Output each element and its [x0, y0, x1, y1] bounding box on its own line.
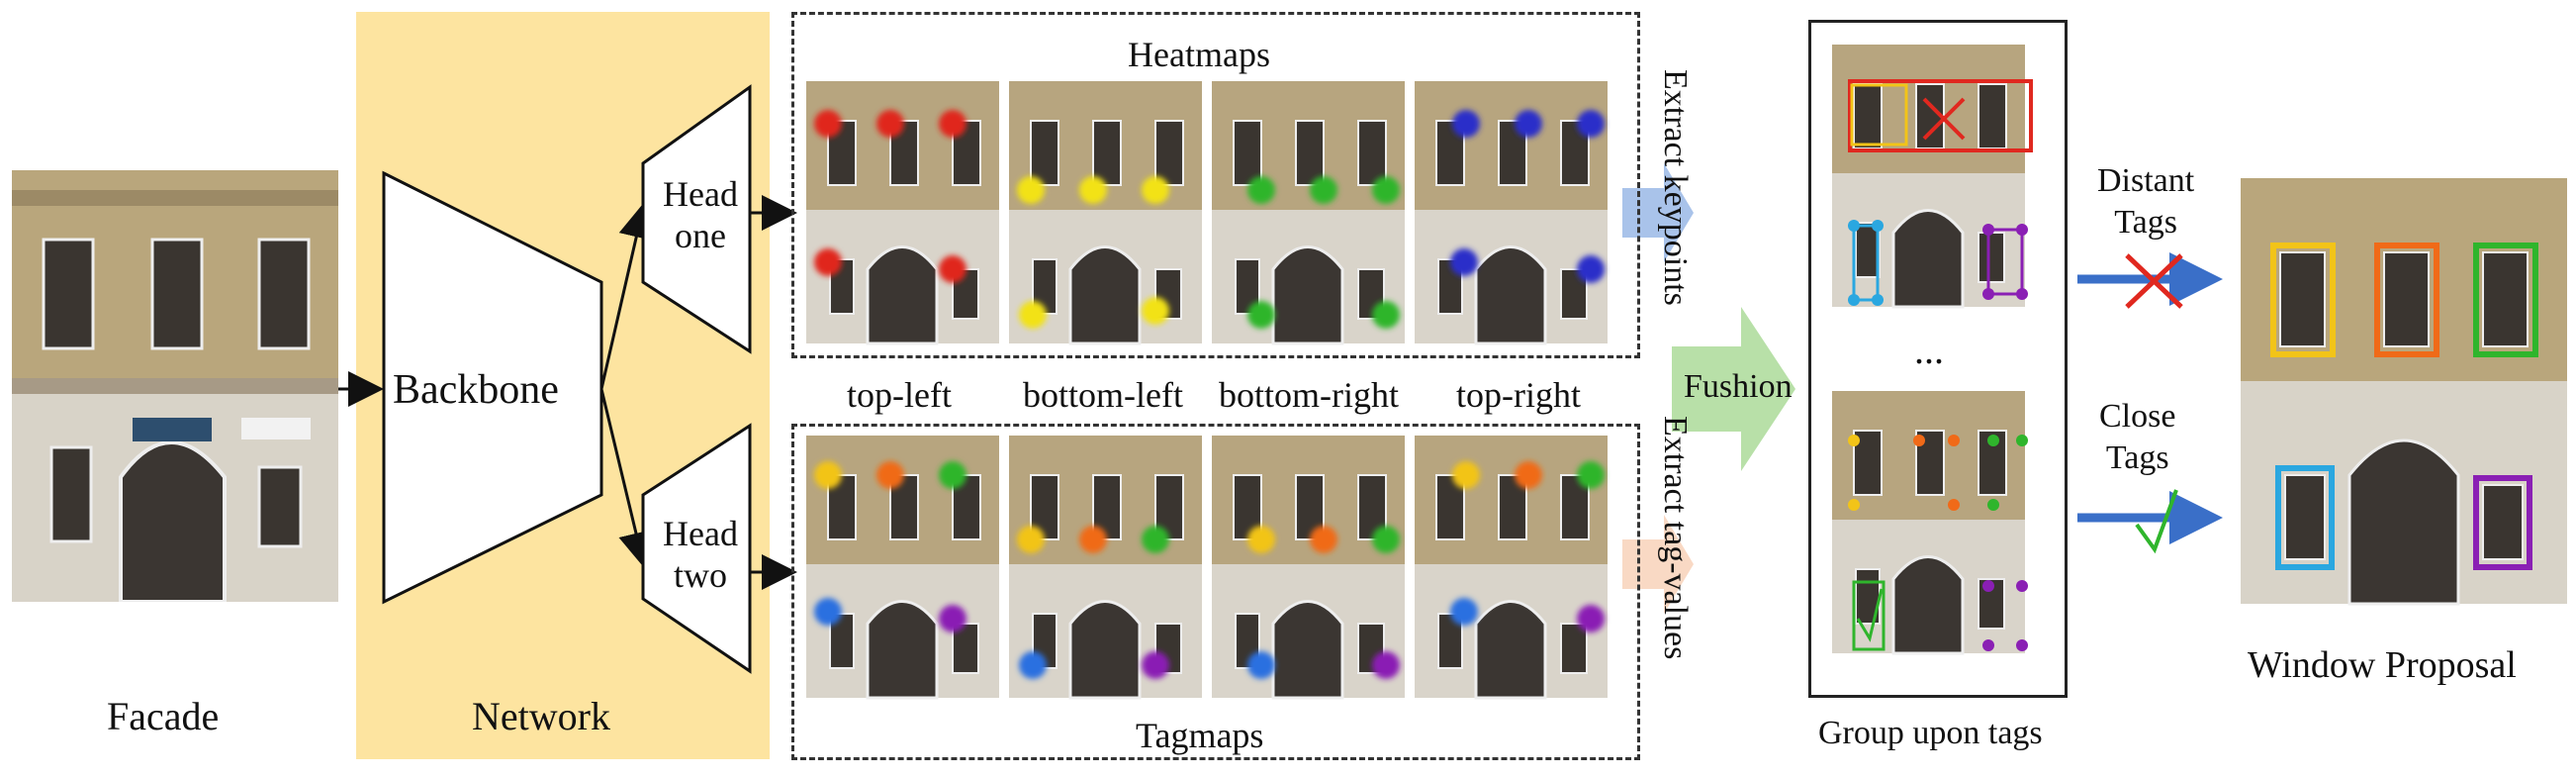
cross-icon	[2125, 253, 2183, 309]
close-tags-line2: Tags	[2105, 439, 2169, 476]
group-upon-tags-box	[1808, 20, 2068, 698]
close-tags-label: Close Tags	[2099, 396, 2175, 479]
heatmap-bottom-right	[1210, 79, 1407, 345]
distant-tags-line2: Tags	[2114, 204, 2177, 241]
tagmap-top-right	[1413, 434, 1610, 700]
heatmap-bottom-left	[1007, 79, 1204, 345]
head-two-line1: Head	[663, 514, 738, 553]
window-proposal-image	[2241, 178, 2567, 606]
tagmap-bottom-right	[1210, 434, 1407, 700]
extract-keypoints-label: Extract keypoints	[1657, 69, 1694, 306]
tagmaps-title: Tagmaps	[1136, 716, 1264, 755]
extract-tag-values-label: Extract tag-values	[1657, 416, 1694, 660]
close-tags-line1: Close	[2099, 398, 2176, 435]
group-thumb-top	[1830, 43, 2033, 309]
tagmap-top-left	[804, 434, 1001, 700]
head-two-line2: two	[674, 555, 727, 595]
heatmaps-box	[791, 12, 1640, 358]
heatmap-top-right	[1413, 79, 1610, 345]
head-one-line1: Head	[663, 174, 738, 214]
head-two-label: Head two	[653, 513, 748, 596]
window-proposal-label: Window Proposal	[2248, 644, 2517, 686]
tagmap-bottom-left	[1007, 434, 1204, 700]
fushion-label: Fushion	[1684, 368, 1793, 405]
head-one-line2: one	[675, 216, 726, 255]
heatmaps-title: Heatmaps	[1128, 35, 1270, 74]
backbone-label: Backbone	[393, 367, 559, 413]
head-one-label: Head one	[653, 173, 748, 256]
network-label: Network	[472, 694, 610, 738]
heatmap-top-left	[804, 79, 1001, 345]
distant-tags-line1: Distant	[2097, 162, 2195, 199]
facade-label: Facade	[107, 694, 220, 738]
distant-tags-label: Distant Tags	[2097, 160, 2194, 243]
col-label-top-left: top-left	[847, 375, 952, 415]
group-upon-tags-label: Group upon tags	[1818, 715, 2043, 751]
col-label-bottom-right: bottom-right	[1219, 375, 1399, 415]
facade-image	[12, 170, 338, 602]
tagmaps-box	[791, 424, 1640, 760]
ellipsis-label: ...	[1914, 328, 1944, 372]
group-thumb-bottom	[1830, 389, 2028, 655]
col-label-bottom-left: bottom-left	[1023, 375, 1183, 415]
check-icon	[2135, 489, 2178, 554]
col-label-top-right: top-right	[1456, 375, 1581, 415]
